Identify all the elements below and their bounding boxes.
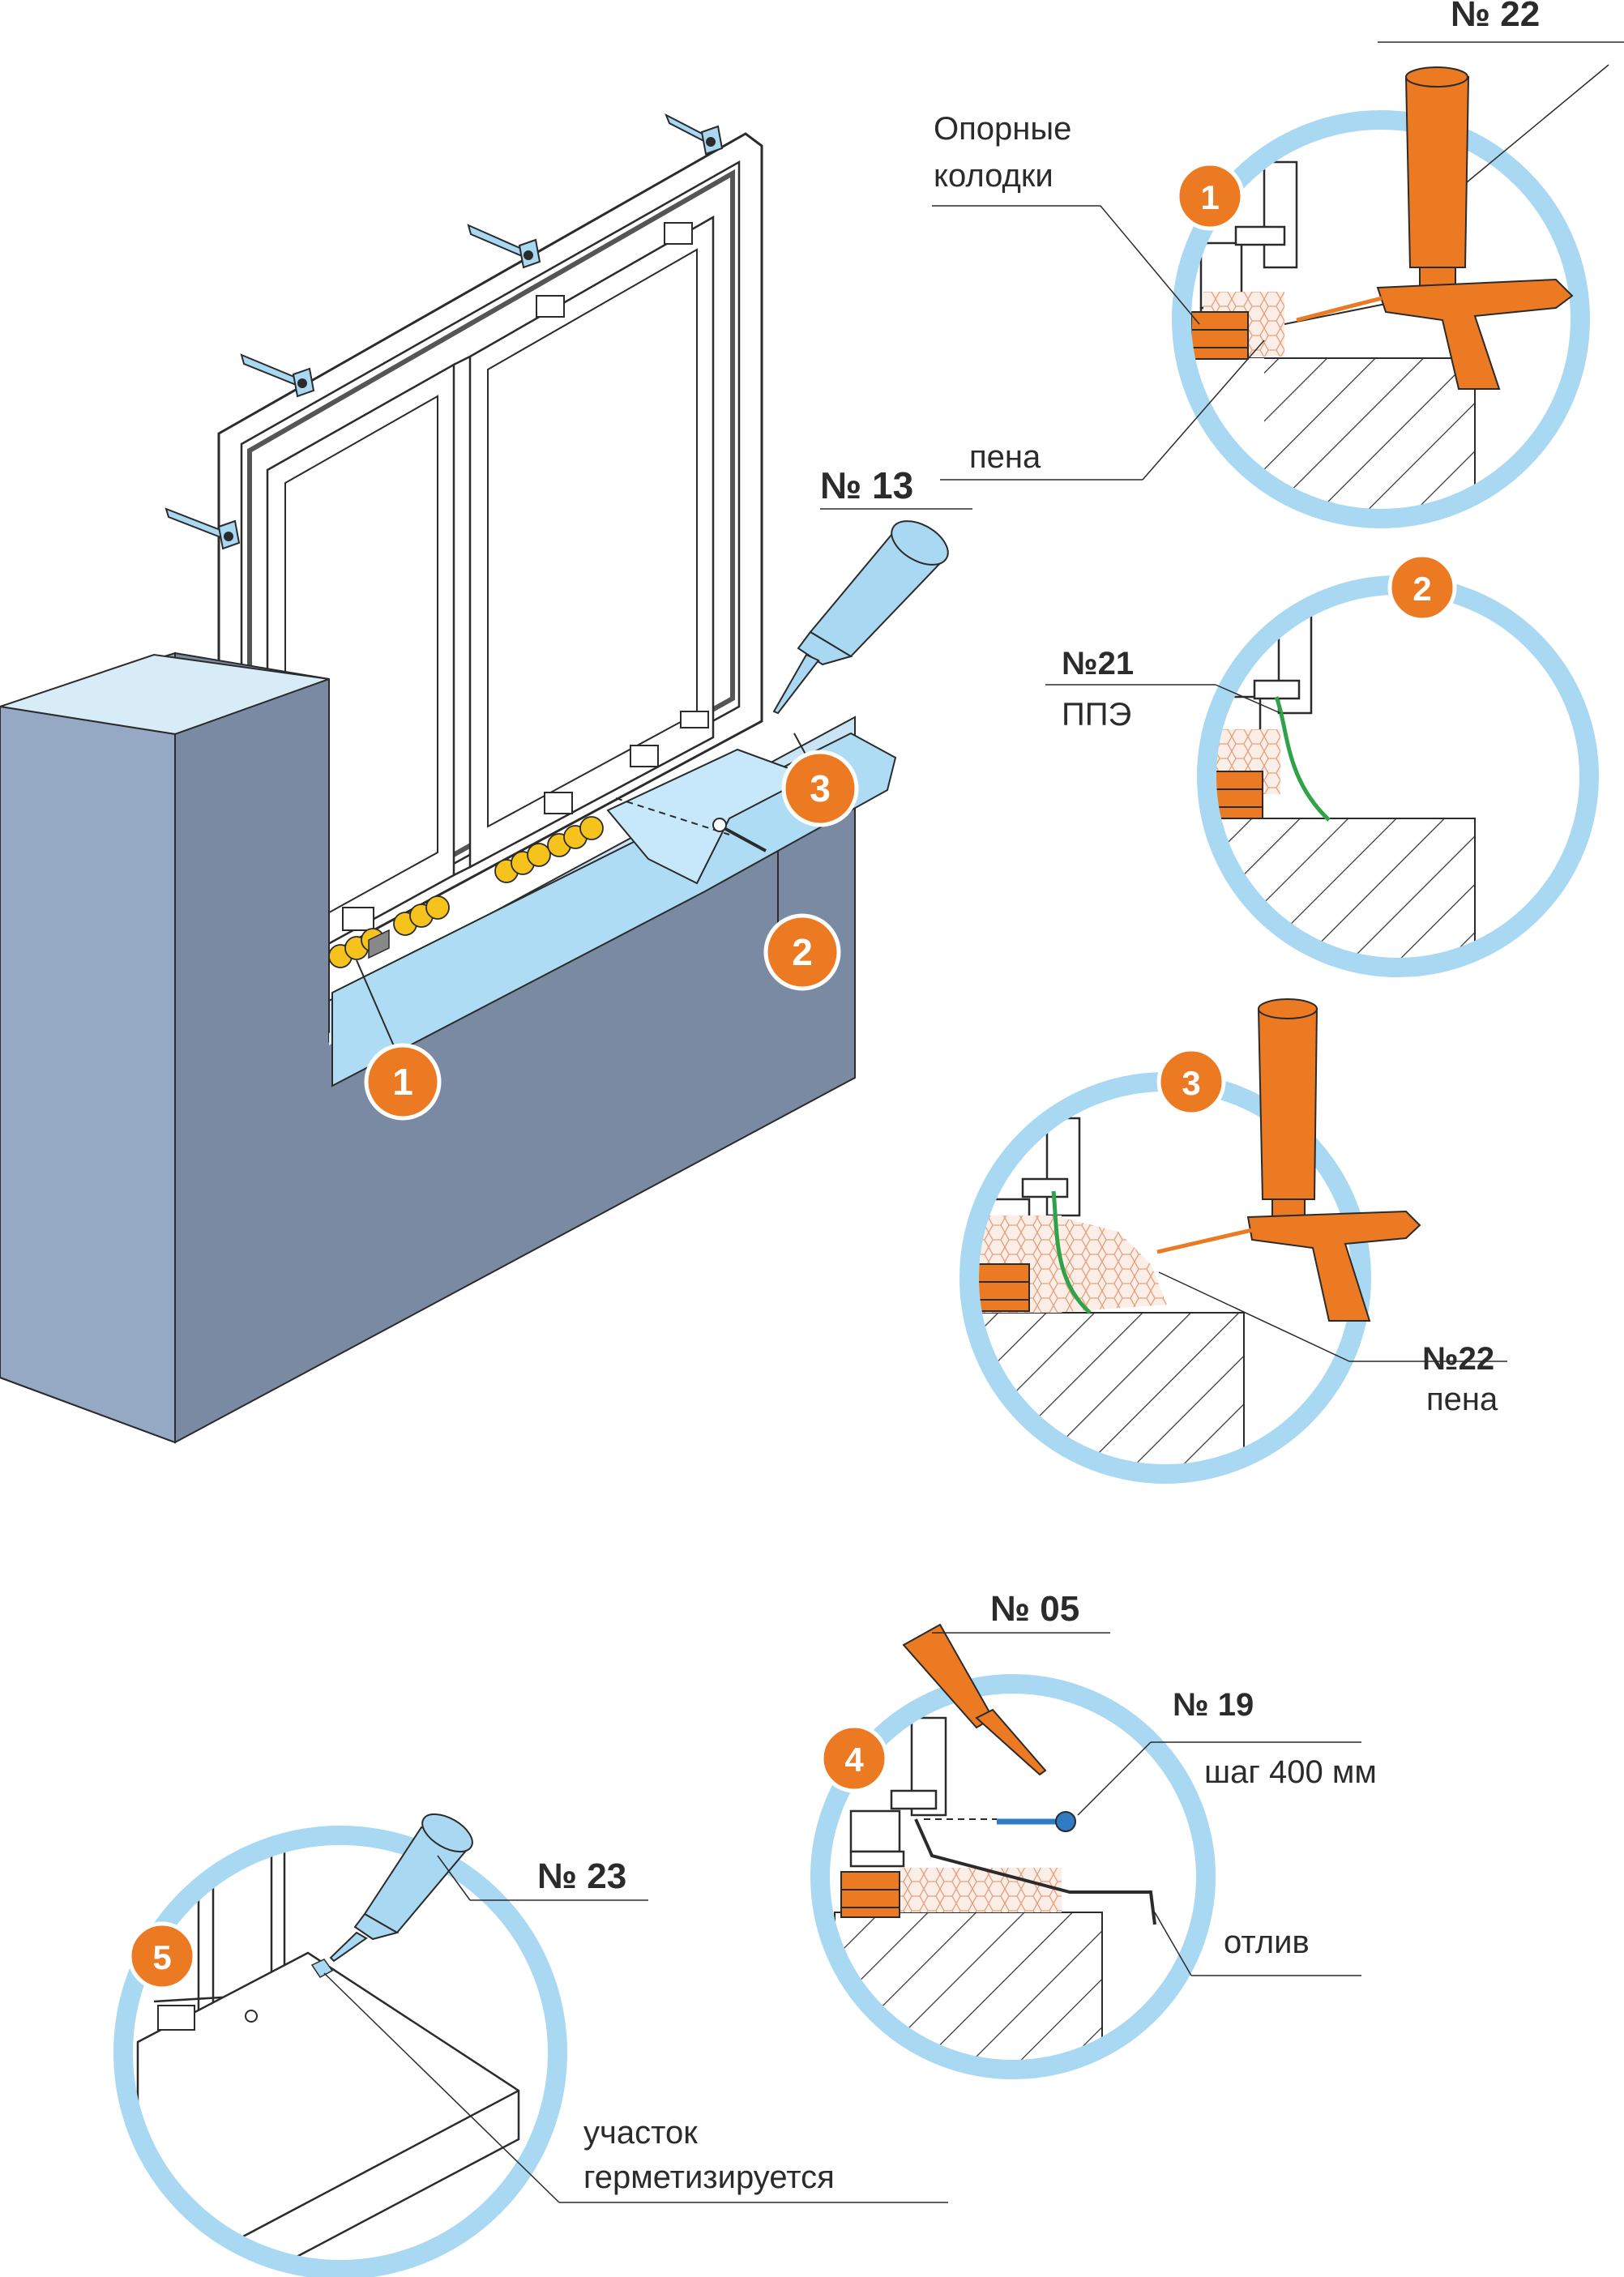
support-blocks: [1190, 311, 1249, 360]
support-blocks: [972, 1263, 1030, 1312]
main-tool-label: № 13: [820, 464, 913, 506]
ppe-tape: [1274, 696, 1331, 822]
anchor-plate: [165, 507, 241, 550]
detail-2: №21 ППЭ 2: [1045, 553, 1599, 977]
d5-note-line2: герметизируется: [583, 2160, 835, 2195]
screw-icon: [997, 1811, 1076, 1832]
main-badge-2: 2: [763, 913, 841, 991]
d4-step-label: шаг 400 мм: [1204, 1754, 1377, 1790]
foam-gun-icon: [1296, 66, 1574, 390]
detail-4: № 05 № 19 шаг 400 мм отлив 4: [810, 1589, 1377, 2079]
d4-screw-label: № 19: [1173, 1687, 1254, 1723]
d1-blocks-label-2: колодки: [934, 158, 1053, 194]
d5-badge: 5: [127, 1921, 197, 1991]
d1-badge: 1: [1175, 161, 1245, 231]
screwdriver-icon: [902, 1623, 1047, 1776]
ppe-tape: [1051, 1190, 1092, 1314]
svg-text:4: 4: [844, 1741, 864, 1779]
svg-text:1: 1: [392, 1061, 413, 1103]
d2-tape-label: ППЭ: [1062, 697, 1131, 733]
d2-badge: 2: [1387, 553, 1457, 622]
d3-tool-label: №22: [1422, 1341, 1494, 1377]
main-isometric-view: № 13 1 2 3: [0, 113, 972, 1444]
window-profile: [849, 1716, 947, 1868]
support-blocks-row: [328, 816, 604, 968]
mounting-anchors: [165, 113, 724, 550]
support-blocks: [840, 1871, 900, 1918]
anchor-plate: [467, 224, 541, 269]
foam-gun-icon: [1156, 998, 1421, 1322]
sealant-tube-icon: [329, 1813, 473, 1963]
main-badge-3: 3: [781, 750, 859, 827]
d1-tool-label: № 22: [1451, 0, 1540, 34]
d5-tool-label: № 23: [537, 1856, 626, 1896]
sealed-area: [310, 1959, 334, 1978]
support-blocks: [1207, 771, 1263, 819]
svg-text:2: 2: [1412, 570, 1431, 608]
detail-5: № 23 участок герметизируется 5: [113, 1813, 948, 2277]
svg-text:3: 3: [1182, 1064, 1200, 1102]
d2-tape-code: №21: [1062, 646, 1134, 681]
screw-icon: [712, 818, 767, 852]
drip-sill: [914, 1818, 1156, 1925]
support-pad: [368, 929, 390, 959]
sealant-tube-icon: [772, 520, 949, 715]
anchor-plate: [240, 353, 315, 398]
svg-text:2: 2: [792, 931, 813, 973]
anchor-plate: [665, 113, 724, 156]
d3-badge: 3: [1156, 1047, 1226, 1117]
detail-3: №22 пена 3: [959, 998, 1507, 1484]
d3-foam-label: пена: [1426, 1382, 1498, 1417]
d5-note-line1: участок: [583, 2115, 698, 2151]
d4-badge: 4: [819, 1724, 889, 1793]
window-hardware: [342, 222, 709, 931]
d1-blocks-label-1: Опорные: [934, 111, 1071, 147]
detail-1: № 22 Опорные колодки пена 1: [932, 0, 1624, 528]
svg-text:5: 5: [152, 1938, 171, 1976]
svg-text:3: 3: [810, 767, 831, 810]
d1-foam-label: пена: [969, 439, 1041, 475]
d4-sill-label: отлив: [1224, 1925, 1310, 1960]
d4-tool-label: № 05: [990, 1589, 1079, 1629]
svg-text:1: 1: [1200, 178, 1219, 216]
membrane-strip: [331, 732, 897, 1087]
main-badge-1: 1: [364, 1043, 442, 1121]
